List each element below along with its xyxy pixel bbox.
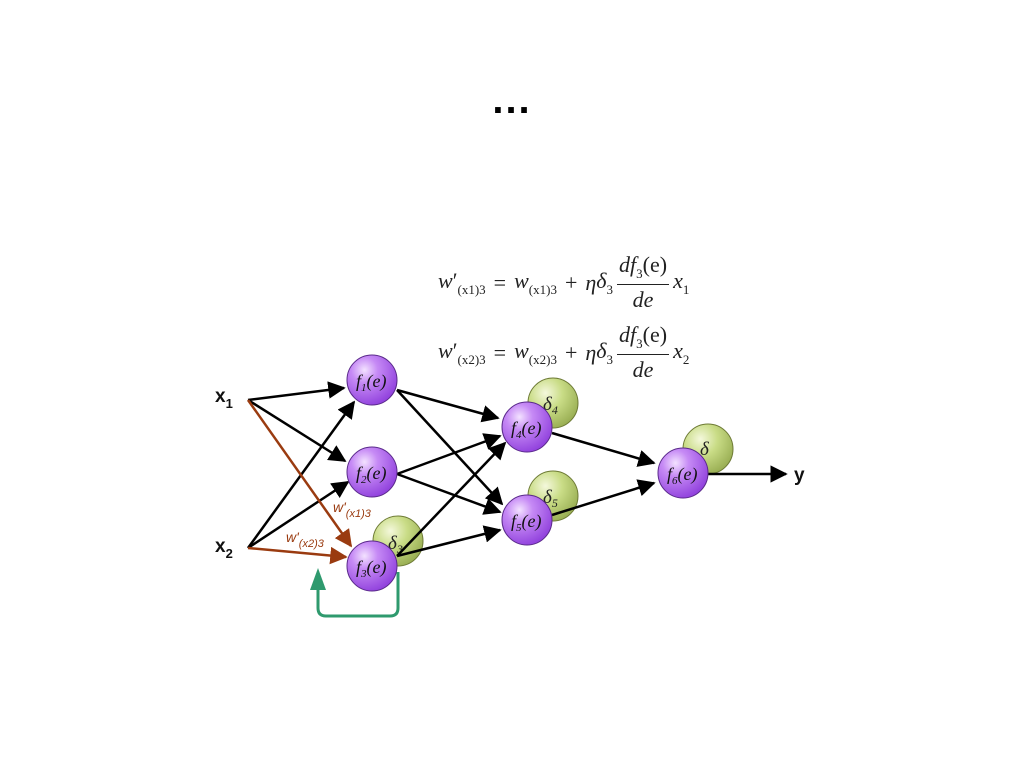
neuron-3: f3(e)	[346, 540, 398, 592]
neuron-1-label: f1(e)	[356, 371, 387, 394]
neuron-1: f1(e)	[346, 354, 398, 406]
connections	[246, 381, 788, 558]
edge-x1-n1	[247, 381, 346, 402]
edge-x2-n3-updated	[247, 546, 348, 565]
delta-3-label: δ3	[388, 533, 403, 556]
slide-ellipsis: ...	[492, 78, 532, 122]
neuron-3-label: f3(e)	[356, 557, 387, 580]
neuron-6-label: f6(e)	[667, 464, 698, 487]
eq1-input: x1	[673, 267, 690, 297]
edge-x1-n2	[247, 398, 347, 463]
weight-update-equation-2: w′(x2)3 = w(x2)3 + η δ3 df3(e) de x2	[438, 322, 690, 382]
edge-n5-n6	[551, 479, 656, 517]
eq1-lhs: w′(x1)3	[438, 267, 486, 297]
input-x1-label: x1	[215, 386, 233, 411]
edge-n1-n5	[396, 389, 504, 506]
delta-5-label: δ5	[543, 487, 558, 510]
input-x2-label: x2	[215, 536, 233, 561]
backprop-feedback-arrow	[310, 568, 400, 618]
edge-n1-n4	[396, 388, 500, 423]
eq1-derivative-fraction: df3(e) de	[617, 252, 670, 312]
edge-x1-n3-updated	[246, 399, 353, 548]
eq2-lhs: w′(x2)3	[438, 337, 486, 367]
eq2-rhs-weight: w(x2)3	[514, 337, 557, 367]
weight-update-equation-1: w′(x1)3 = w(x1)3 + η δ3 df3(e) de x1	[438, 252, 690, 312]
delta-6-label: δ	[700, 439, 710, 460]
weight-label-x2-3: w'(x2)3	[286, 529, 325, 550]
eq2-derivative-fraction: df3(e) de	[617, 322, 670, 382]
edge-x2-n2	[247, 480, 350, 550]
edge-n4-n6	[551, 431, 656, 467]
neuron-6: f6(e)	[657, 447, 709, 499]
neuron-4: f4(e)	[501, 401, 553, 453]
edge-n2-n4	[396, 433, 502, 476]
edge-n2-n5	[396, 472, 502, 515]
updated-weights	[246, 399, 353, 565]
neuron-5: f5(e)	[501, 494, 553, 546]
eq2-input: x2	[673, 337, 690, 367]
eq1-delta: δ3	[596, 267, 614, 297]
output-y-label: y	[794, 465, 805, 486]
weight-label-x1-3: w'(x1)3	[333, 499, 372, 520]
eq1-learning-rate: η	[585, 269, 597, 295]
eq1-rhs-weight: w(x1)3	[514, 267, 557, 297]
neuron-5-label: f5(e)	[511, 511, 542, 534]
eq2-delta: δ3	[596, 337, 614, 367]
neuron-2-label: f2(e)	[356, 463, 387, 486]
neuron-2: f2(e)	[346, 446, 398, 498]
delta-4-label: δ4	[543, 394, 558, 417]
edge-n3-n4	[396, 441, 507, 557]
edge-n3-n5	[396, 525, 502, 558]
neuron-4-label: f4(e)	[511, 418, 542, 441]
eq2-learning-rate: η	[585, 339, 597, 365]
